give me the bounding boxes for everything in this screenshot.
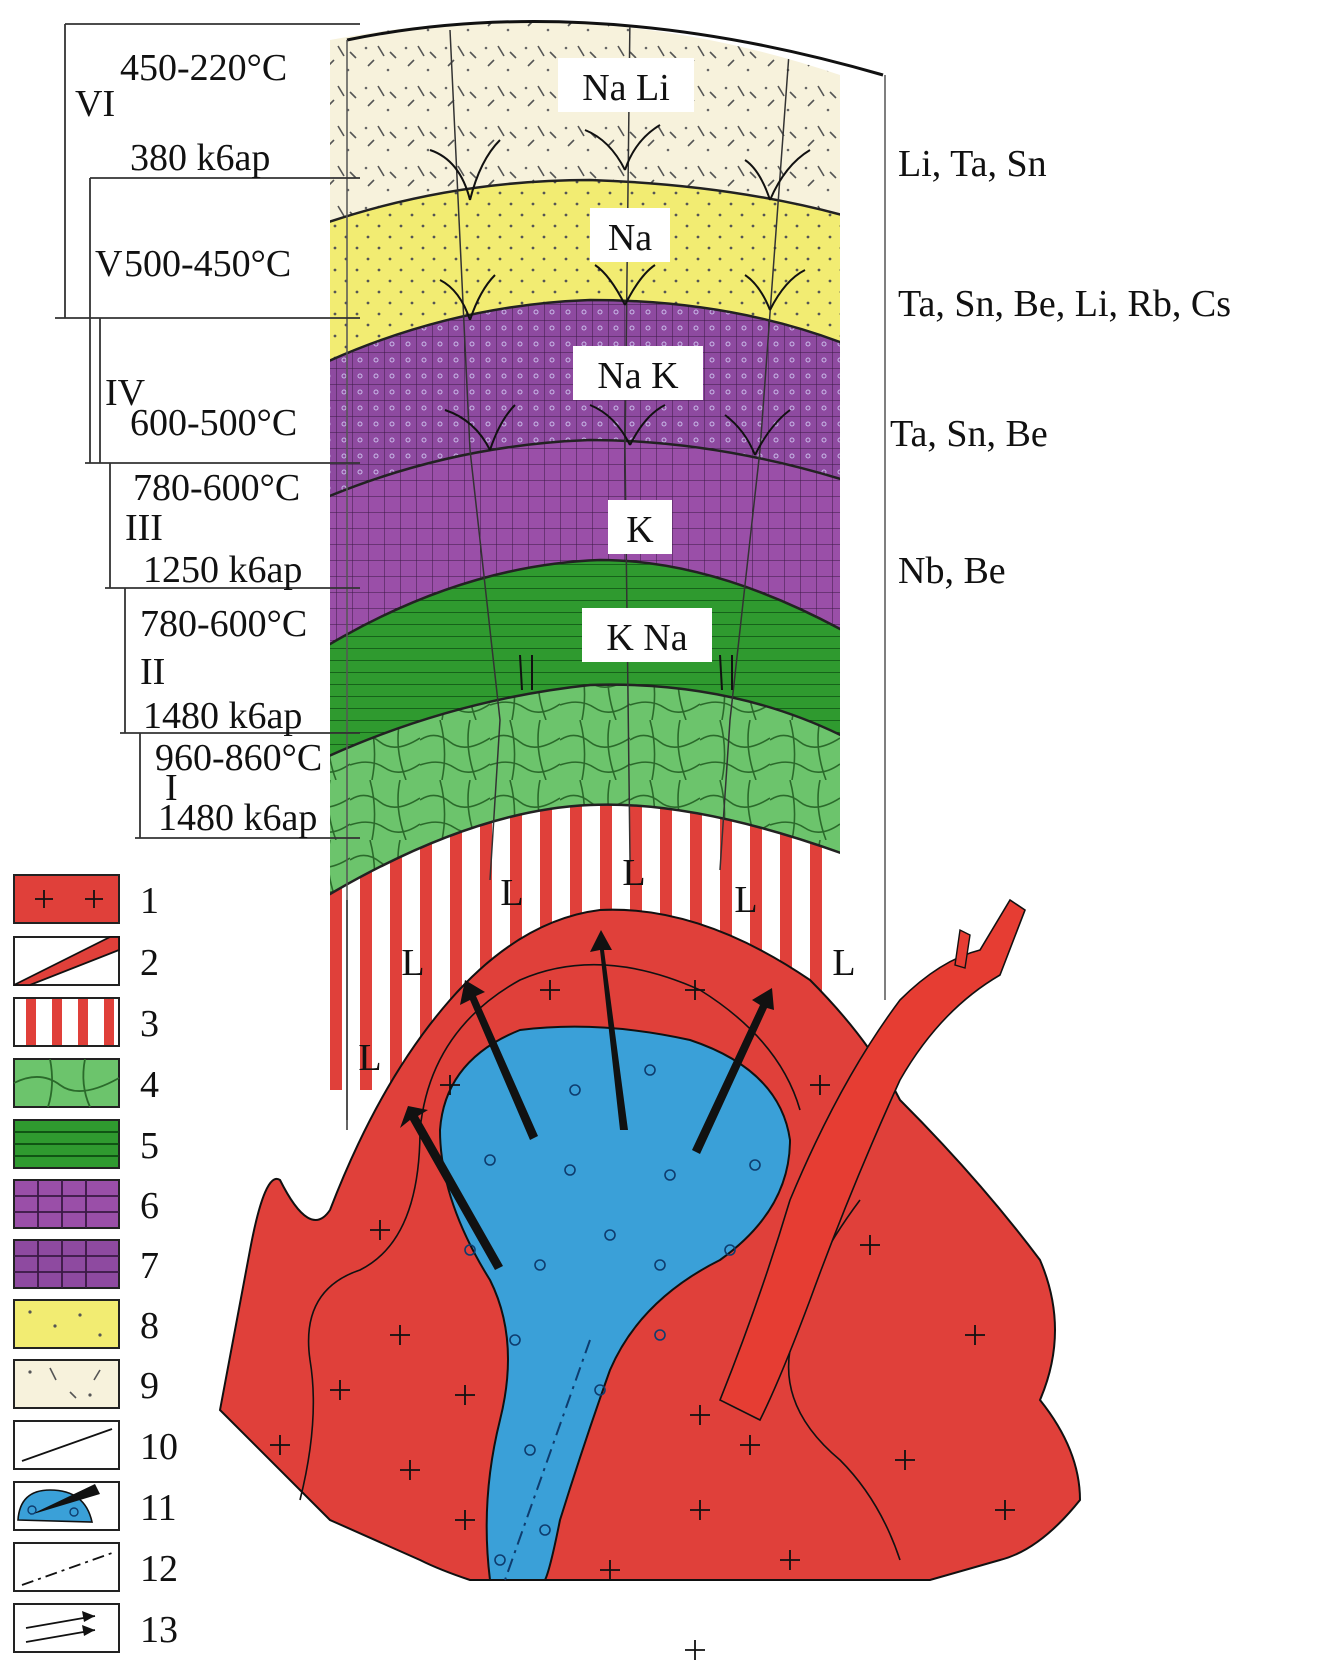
elements-zone-7: Ta, Sn, Be bbox=[890, 413, 1048, 455]
zone-label-box-3 bbox=[573, 346, 703, 400]
stage-1-lower: 1480 k6ap bbox=[158, 797, 317, 839]
zone-label-na-li: Na Li bbox=[582, 67, 670, 109]
stage-2-upper: 780-600°C bbox=[140, 603, 307, 645]
dike bbox=[718, 898, 1026, 1422]
zone-label-na: Na bbox=[608, 217, 652, 259]
legend-swatch-6 bbox=[13, 1179, 120, 1229]
legend-label-1: 1 bbox=[140, 880, 159, 922]
legend-swatch-4 bbox=[13, 1058, 120, 1108]
zone-label-k: K bbox=[626, 509, 654, 551]
pegmatite-mark-6: L bbox=[358, 1037, 381, 1079]
legend-label-3: 3 bbox=[140, 1003, 159, 1045]
stage-3-upper: 780-600°C bbox=[133, 467, 300, 509]
stage-6-lower: 380 k6ap bbox=[130, 137, 270, 179]
elements-zone-8: Ta, Sn, Be, Li, Rb, Cs bbox=[898, 283, 1231, 325]
legend-swatch-3 bbox=[13, 997, 120, 1047]
legend-label-2: 2 bbox=[140, 942, 159, 984]
zone-label-box-2 bbox=[590, 208, 670, 262]
column-top-outline bbox=[346, 19, 884, 77]
zone-label-box-4 bbox=[608, 500, 672, 554]
pegmatite-mark-2: L bbox=[622, 852, 645, 894]
stage-3-lower: 1250 k6ap bbox=[143, 549, 302, 591]
stage-5-numeral: V bbox=[95, 243, 123, 285]
legend-swatch-8 bbox=[13, 1299, 120, 1349]
stage-4-upper: 600-500°C bbox=[130, 402, 297, 444]
legend-label-13: 13 bbox=[140, 1609, 178, 1651]
pegmatite-mark-1: L bbox=[500, 872, 523, 914]
legend-label-6: 6 bbox=[140, 1185, 159, 1227]
pegmatite-column bbox=[330, 21, 840, 1091]
pegmatite-mark-3: L bbox=[734, 879, 757, 921]
legend-label-7: 7 bbox=[140, 1245, 159, 1287]
stage-2-lower: 1480 k6ap bbox=[143, 695, 302, 737]
pegmatite-mark-4: L bbox=[401, 942, 424, 984]
zone-label-k-na: K Na bbox=[606, 617, 687, 659]
stage-6-upper: 450-220°C bbox=[120, 47, 287, 89]
elements-zone-6: Nb, Be bbox=[898, 550, 1006, 592]
elements-zone-9: Li, Ta, Sn bbox=[898, 143, 1047, 185]
stage-3-numeral: III bbox=[125, 507, 163, 549]
legend-swatch-9 bbox=[13, 1359, 120, 1409]
melt-bubbles bbox=[464, 1064, 761, 1566]
legend-label-8: 8 bbox=[140, 1305, 159, 1347]
granite-crosses bbox=[270, 980, 1015, 1660]
legend-label-5: 5 bbox=[140, 1125, 159, 1167]
legend-label-10: 10 bbox=[140, 1426, 178, 1468]
legend-label-9: 9 bbox=[140, 1365, 159, 1407]
legend-label-4: 4 bbox=[140, 1064, 159, 1106]
zone-label-box-5 bbox=[582, 608, 712, 662]
legend-swatch-1 bbox=[13, 874, 120, 924]
fault-line bbox=[504, 1339, 591, 1581]
stage-1-upper: 960-860°C bbox=[155, 737, 322, 779]
stage-1-numeral: I bbox=[165, 767, 178, 809]
zone-label-box-1 bbox=[558, 58, 694, 112]
zone-label-na-k: Na K bbox=[597, 355, 679, 397]
melt-body bbox=[438, 1025, 792, 1581]
legend-label-11: 11 bbox=[140, 1487, 177, 1529]
legend-swatch-12 bbox=[13, 1542, 120, 1592]
legend-swatch-13 bbox=[13, 1603, 120, 1653]
stage-4-numeral: IV bbox=[105, 372, 146, 414]
fluid-arrows bbox=[400, 930, 774, 1270]
stage-5-upper: 500-450°C bbox=[124, 243, 291, 285]
legend-swatch-7 bbox=[13, 1239, 120, 1289]
stage-2-numeral: II bbox=[140, 651, 165, 693]
pegmatite-mark-5: L bbox=[832, 942, 855, 984]
stage-6-numeral: VI bbox=[75, 83, 115, 125]
legend-label-12: 12 bbox=[140, 1548, 178, 1590]
